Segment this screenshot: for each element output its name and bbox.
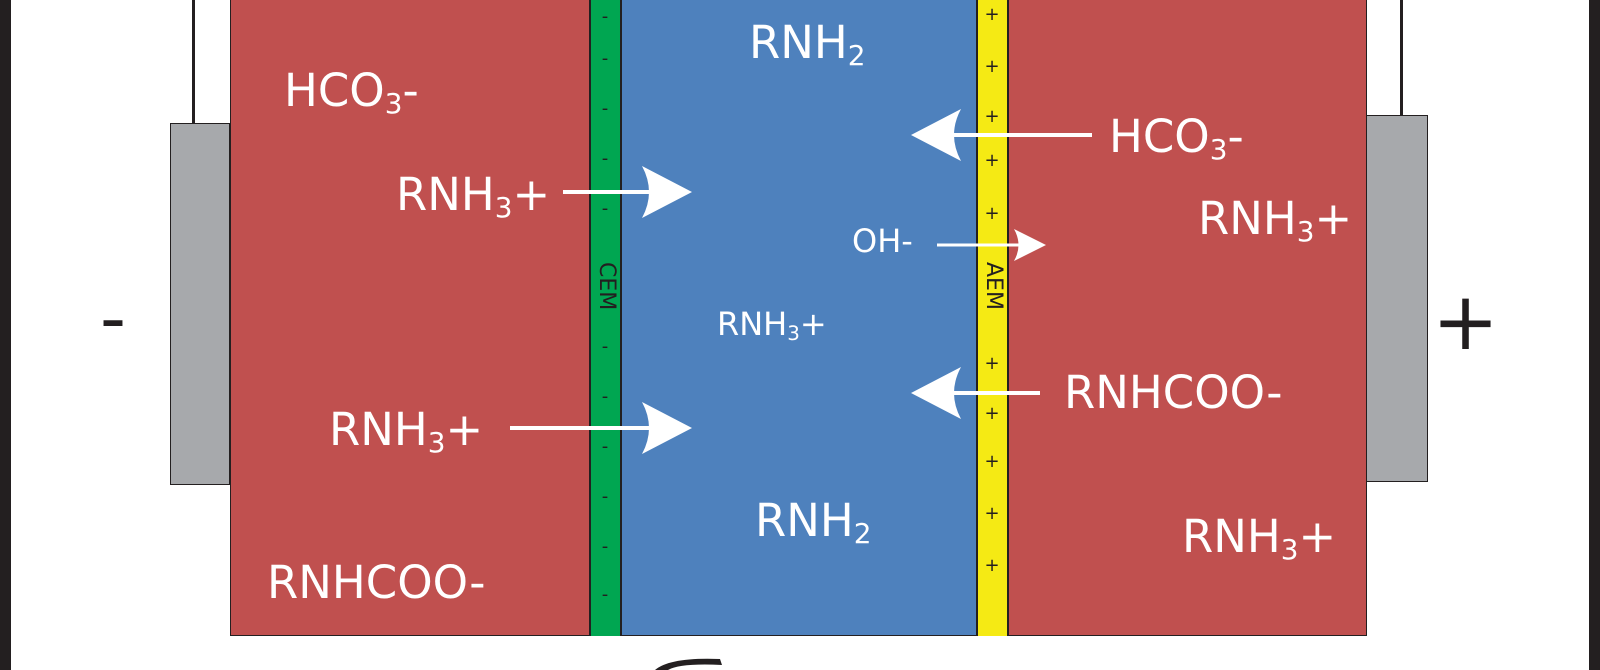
aem-charge-mark: + xyxy=(984,503,1000,524)
aem-charge-mark: + xyxy=(984,403,1000,424)
middle-rnh3-label: RNH3+ xyxy=(717,305,827,345)
aem-charge-mark: + xyxy=(984,555,1000,576)
middle-chamber xyxy=(620,0,978,636)
right-rnh3-label-upper: RNH3+ xyxy=(1198,192,1353,248)
arrow-left-hco3 xyxy=(911,109,1092,161)
right-rnh3-label-lower: RNH3+ xyxy=(1182,510,1337,566)
cation-exchange-membrane xyxy=(589,0,622,636)
left-hco3-label: HCO3- xyxy=(284,64,419,120)
cem-charge-mark: - xyxy=(601,536,609,557)
middle-oh-label: OH- xyxy=(852,222,913,260)
aem-charge-mark: + xyxy=(984,353,1000,374)
cem-charge-mark: - xyxy=(601,48,609,69)
left-chamber xyxy=(230,0,591,636)
cathode-electrode xyxy=(170,123,230,485)
cathode-lead-wire xyxy=(192,0,195,124)
aem-charge-mark: + xyxy=(984,451,1000,472)
cem-charge-mark: - xyxy=(601,436,609,457)
aem-charge-mark: + xyxy=(984,150,1000,171)
cem-charge-mark: - xyxy=(601,148,609,169)
arrow-right-rnh3-upper xyxy=(563,166,692,218)
arrow-right-rnh3-lower xyxy=(510,402,692,454)
cathode-sign: - xyxy=(100,276,126,360)
left-rnhcoo-label: RNHCOO- xyxy=(267,556,486,609)
right-rnhcoo-label: RNHCOO- xyxy=(1064,366,1283,419)
cem-charge-mark: - xyxy=(601,336,609,357)
frame-left-wire xyxy=(0,0,11,670)
middle-rnh2-label-bottom: RNH2 xyxy=(755,494,872,550)
left-rnh3-label-upper: RNH3+ xyxy=(396,168,551,224)
arrow-left-rnhcoo xyxy=(911,367,1040,419)
cem-charge-mark: - xyxy=(601,584,609,605)
cem-charge-mark: - xyxy=(601,198,609,219)
arrow-right-oh xyxy=(937,229,1046,261)
aem-charge-mark: + xyxy=(984,4,1000,25)
left-rnh3-label-lower: RNH3+ xyxy=(329,403,484,459)
cem-charge-mark: - xyxy=(601,98,609,119)
anode-sign: + xyxy=(1432,275,1500,368)
aem-charge-mark: + xyxy=(984,106,1000,127)
cem-charge-mark: - xyxy=(601,386,609,407)
bottom-wire-fragment xyxy=(655,658,722,670)
frame-right-wire xyxy=(1589,0,1600,670)
cem-charge-mark: - xyxy=(601,486,609,507)
aem-charge-mark: + xyxy=(984,56,1000,77)
aem-charge-mark: + xyxy=(984,203,1000,224)
cem-charge-mark: - xyxy=(601,6,609,27)
middle-rnh2-label-top: RNH2 xyxy=(749,16,866,72)
anion-exchange-membrane xyxy=(976,0,1009,636)
right-hco3-label: HCO3- xyxy=(1109,110,1244,166)
anode-lead-wire xyxy=(1400,0,1403,116)
